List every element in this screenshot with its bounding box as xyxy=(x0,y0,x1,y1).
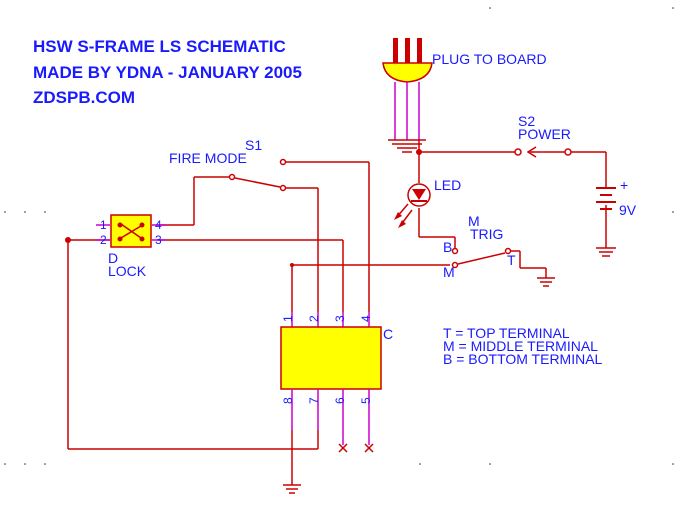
led-label: LED xyxy=(434,177,461,193)
trigger-ground-symbol xyxy=(537,277,555,287)
trig-m2-label: M xyxy=(443,264,455,280)
trig-label: TRIG xyxy=(470,226,503,242)
chip-label: C xyxy=(383,326,393,342)
lock-pin-1: 1 xyxy=(100,218,107,232)
plug-connector xyxy=(382,38,433,140)
chip-pin-6: 6 xyxy=(333,397,347,404)
s2-label: S2 xyxy=(518,113,535,129)
trig-m-label: M xyxy=(468,213,480,229)
battery-ground-symbol xyxy=(596,247,616,257)
lock-pin-4: 4 xyxy=(155,218,162,232)
battery-plus-label: + xyxy=(620,177,628,193)
lock-d-label: D xyxy=(108,250,118,266)
trigger-switch xyxy=(451,247,512,269)
wires xyxy=(67,140,607,485)
legend-bottom-terminal: B = BOTTOM TERMINAL xyxy=(443,351,603,367)
power-label: POWER xyxy=(518,126,571,142)
fire-mode-label: FIRE MODE xyxy=(169,150,247,166)
lock-label: LOCK xyxy=(108,263,147,279)
legend-top-terminal: T = TOP TERMINAL xyxy=(443,325,570,341)
led-diode xyxy=(394,183,431,228)
battery-9v xyxy=(596,187,616,210)
no-connect-marks xyxy=(338,443,374,453)
chip-c xyxy=(280,312,382,445)
trig-b-label: B xyxy=(443,239,452,255)
lock-switch xyxy=(96,214,166,248)
chip-pin-2: 2 xyxy=(307,315,321,322)
chip-pin-1: 1 xyxy=(281,315,295,322)
title-line-1: HSW S-FRAME LS SCHEMATIC xyxy=(33,37,286,56)
chip-pin-3: 3 xyxy=(333,315,347,322)
grid-dots xyxy=(4,7,674,465)
trig-t-label: T xyxy=(507,252,516,268)
junction-dots xyxy=(65,149,422,267)
s1-label: S1 xyxy=(245,137,262,153)
chip-pin-5: 5 xyxy=(359,397,373,404)
chip-pin-7: 7 xyxy=(307,397,321,404)
lock-pin-3: 3 xyxy=(155,233,162,247)
legend-middle-terminal: M = MIDDLE TERMINAL xyxy=(443,338,598,354)
s1-fire-mode-switch xyxy=(228,158,287,192)
title-line-2: MADE BY YDNA - JANUARY 2005 xyxy=(33,63,302,82)
plug-label: PLUG TO BOARD xyxy=(432,51,547,67)
title-line-3: ZDSPB.COM xyxy=(33,88,135,107)
chip-pin-4: 4 xyxy=(359,315,373,322)
lock-pin-2: 2 xyxy=(100,233,107,247)
s2-power-switch xyxy=(514,146,572,158)
chip-ground-symbol xyxy=(283,484,301,494)
battery-label: 9V xyxy=(619,202,637,218)
chip-pin-8: 8 xyxy=(281,397,295,404)
